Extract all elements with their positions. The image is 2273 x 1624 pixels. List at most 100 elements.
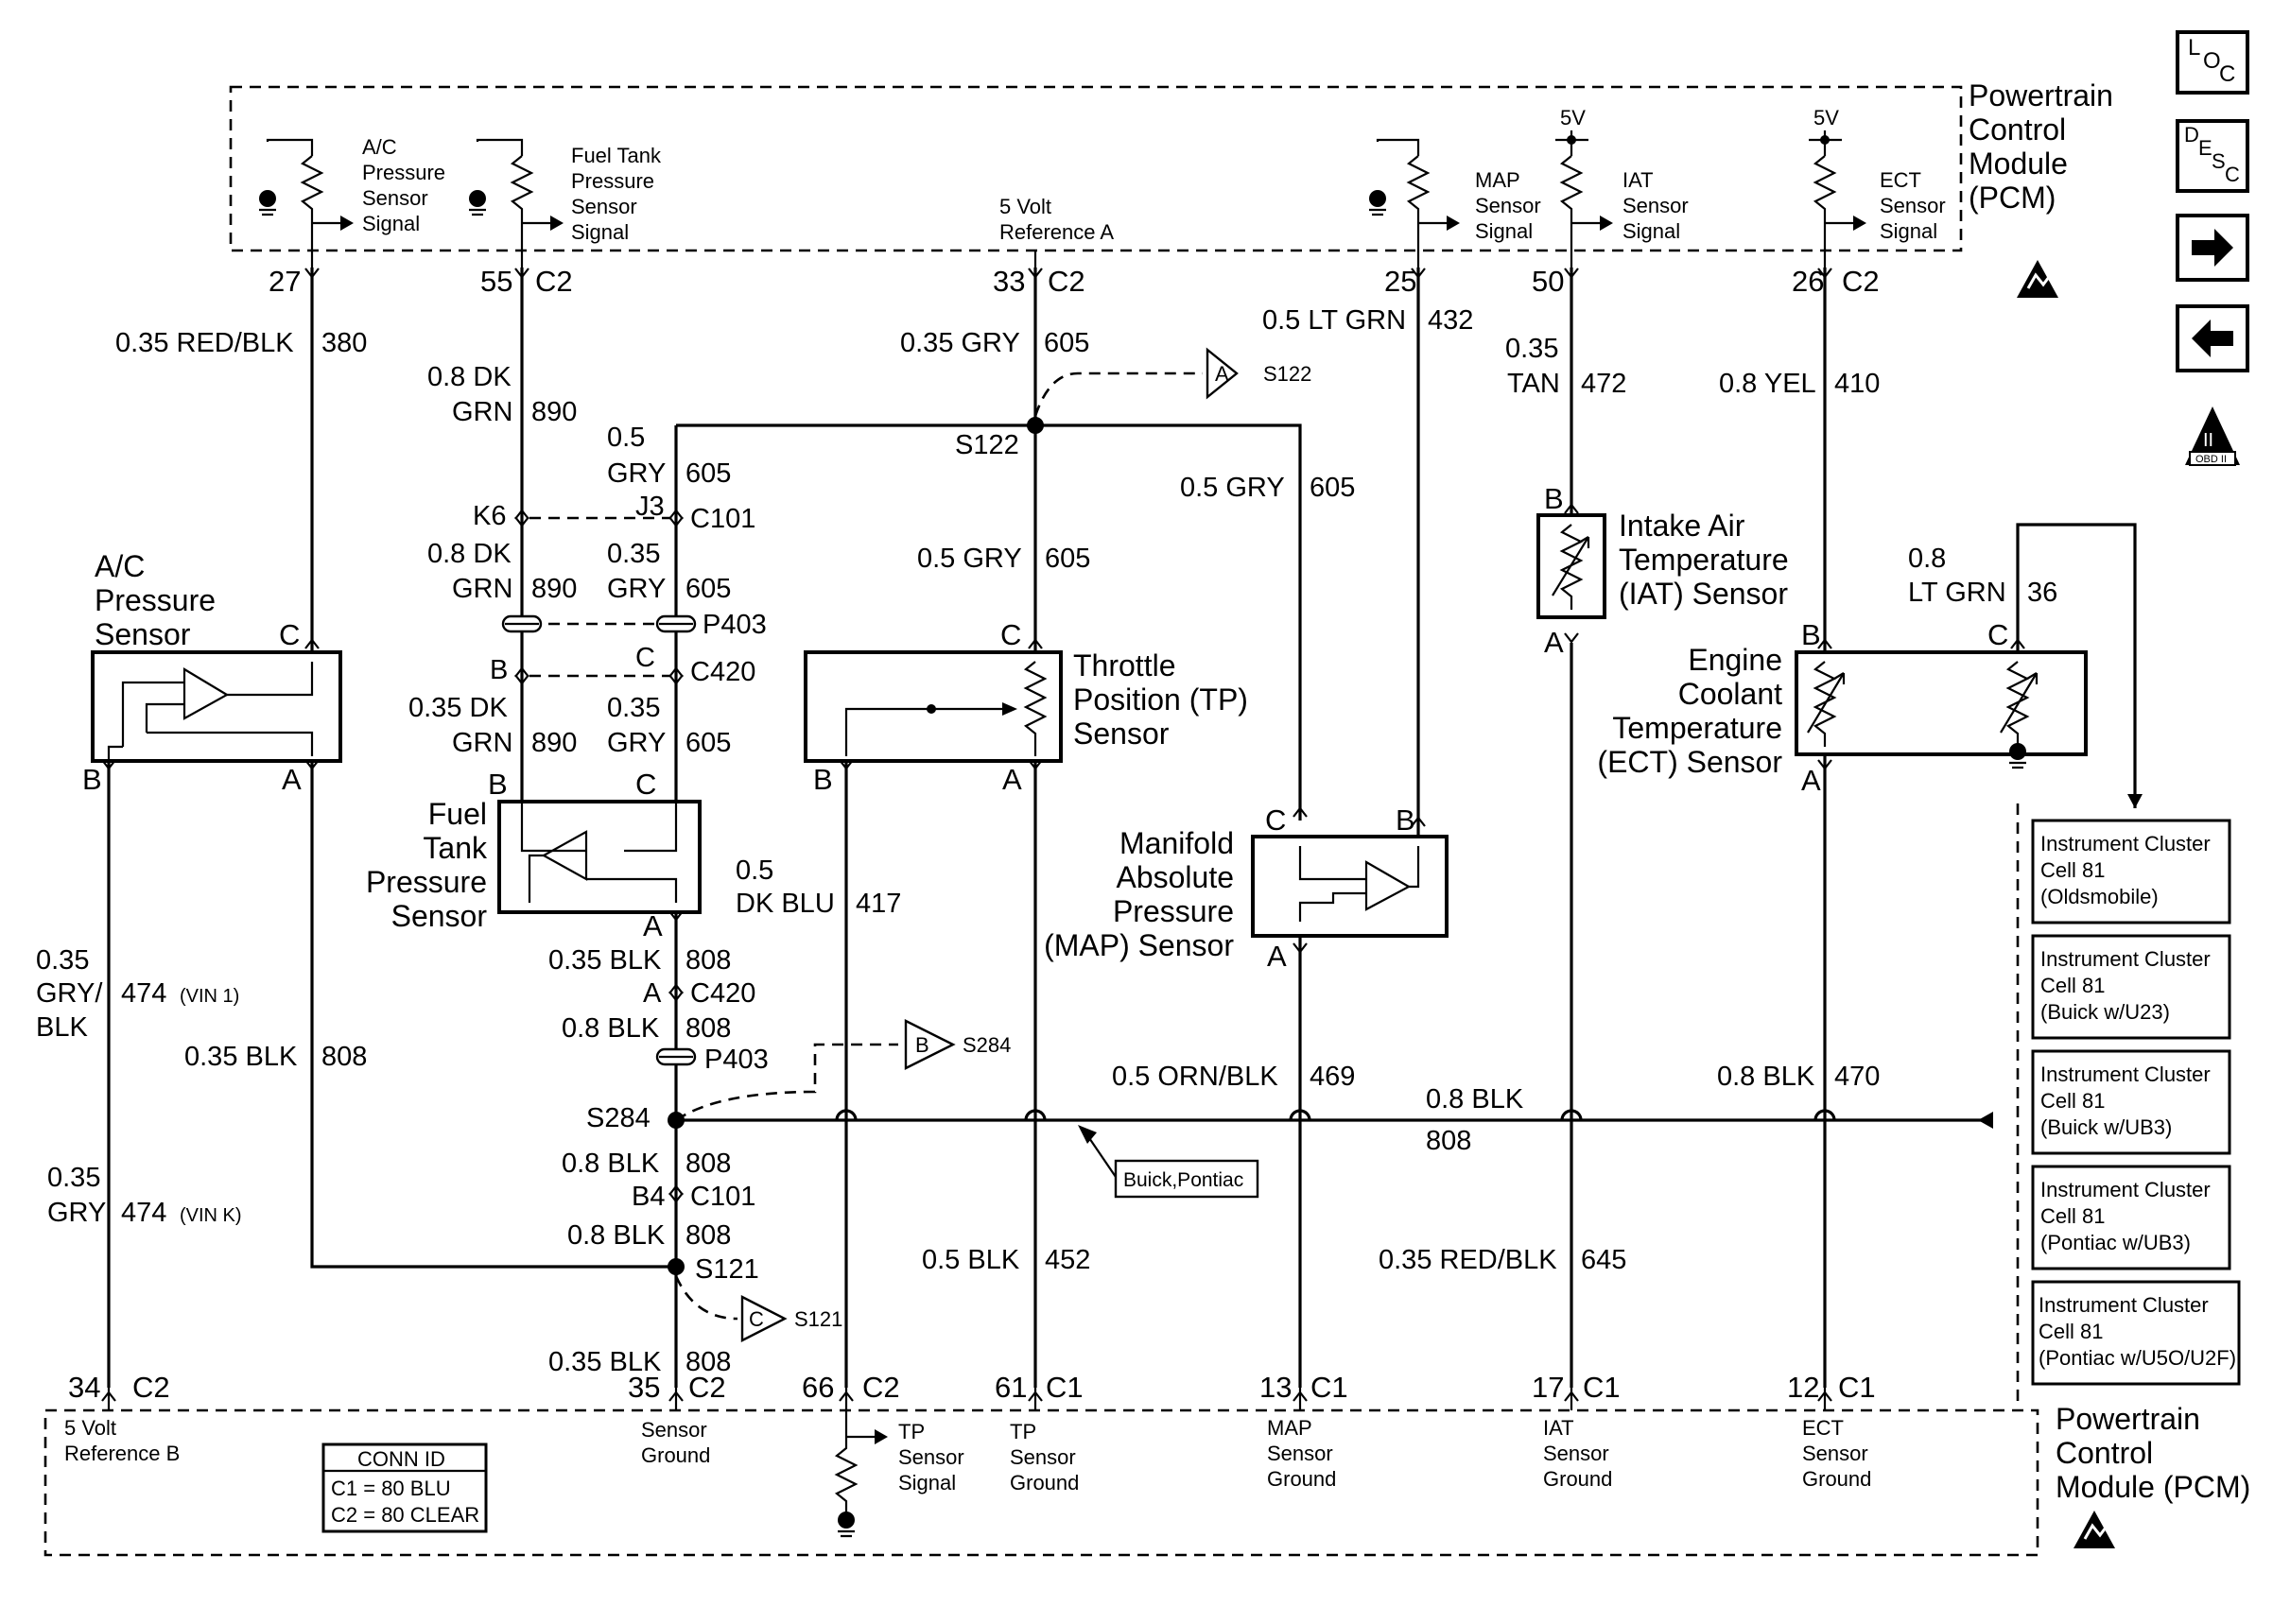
svg-text:(Buick w/UB3): (Buick w/UB3) — [2040, 1115, 2172, 1139]
svg-text:B: B — [813, 763, 833, 796]
map-sensor — [1251, 835, 1449, 938]
svg-text:C: C — [1987, 618, 2008, 651]
svg-text:B: B — [82, 763, 102, 796]
svg-text:C: C — [1000, 618, 1021, 651]
svg-text:A: A — [1544, 626, 1564, 659]
arrow-left-icon[interactable] — [2176, 304, 2249, 372]
ect-sensor — [1795, 650, 2088, 769]
svg-text:808: 808 — [685, 1149, 731, 1179]
fuel-tank-pressure-sensor — [497, 800, 702, 914]
ref-b-s284[interactable]: B S284 — [675, 1019, 1011, 1122]
connector-glyphs — [100, 267, 2026, 1403]
svg-text:12: 12 — [1787, 1371, 1819, 1404]
cluster-cell[interactable]: Instrument Cluster Cell 81 (Oldsmobile) — [2031, 819, 2231, 924]
svg-text:55: 55 — [480, 265, 512, 298]
arrow-right-icon[interactable] — [2176, 214, 2249, 282]
svg-text:Instrument Cluster: Instrument Cluster — [2040, 947, 2211, 971]
svg-text:605: 605 — [685, 458, 731, 489]
svg-text:474: 474 — [121, 1198, 166, 1228]
svg-text:27: 27 — [269, 265, 301, 298]
svg-text:C2: C2 — [1048, 265, 1085, 298]
svg-text:B4: B4 — [632, 1182, 665, 1212]
svg-text:890: 890 — [531, 574, 577, 604]
svg-text:D: D — [2184, 123, 2199, 147]
svg-text:645: 645 — [1581, 1245, 1626, 1275]
svg-text:0.35 GRY: 0.35 GRY — [900, 328, 1020, 358]
svg-text:0.35 DK: 0.35 DK — [408, 693, 508, 723]
svg-text:380: 380 — [321, 328, 367, 358]
svg-text:0.35: 0.35 — [607, 693, 660, 723]
svg-text:II: II — [2203, 430, 2213, 451]
svg-text:0.8 DK: 0.8 DK — [427, 539, 512, 569]
svg-text:C: C — [2225, 163, 2240, 186]
svg-text:605: 605 — [1310, 473, 1355, 503]
svg-text:C2: C2 — [132, 1371, 170, 1404]
svg-text:808: 808 — [685, 945, 731, 976]
svg-text:B: B — [915, 1033, 929, 1057]
cluster-cell[interactable]: Instrument Cluster Cell 81 (Buick w/UB3) — [2031, 1049, 2231, 1155]
svg-text:A: A — [1267, 940, 1287, 973]
svg-text:GRY: GRY — [47, 1198, 106, 1228]
svg-text:469: 469 — [1310, 1062, 1355, 1092]
svg-text:808: 808 — [321, 1042, 367, 1072]
svg-text:A: A — [1801, 764, 1821, 797]
svg-text:605: 605 — [1044, 328, 1089, 358]
svg-text:C: C — [279, 618, 300, 651]
svg-text:34: 34 — [68, 1371, 100, 1404]
component-pin-letters: C B A B C A C B A C B A B A B C A — [82, 482, 2008, 973]
s121-label: S121 — [695, 1254, 759, 1285]
obd2-icon[interactable]: II OBD II — [2185, 406, 2240, 466]
svg-text:C: C — [2219, 61, 2235, 87]
svg-text:890: 890 — [531, 728, 577, 758]
cluster-cell[interactable]: Instrument Cluster Cell 81 (Pontiac w/U5… — [2031, 1280, 2241, 1386]
ac-pressure-sensor — [91, 650, 342, 763]
svg-text:(VIN 1): (VIN 1) — [180, 986, 239, 1007]
wires — [107, 268, 2143, 1538]
loc-icon[interactable]: LOC — [2176, 30, 2249, 95]
ref-a-s122[interactable]: A S122 — [1033, 347, 1311, 417]
svg-text:A: A — [643, 909, 663, 942]
svg-text:Instrument Cluster: Instrument Cluster — [2040, 832, 2211, 855]
svg-text:452: 452 — [1045, 1245, 1090, 1275]
svg-text:(Buick w/U23): (Buick w/U23) — [2040, 1000, 2170, 1024]
ref-c-s121[interactable]: C S121 — [674, 1275, 842, 1342]
svg-text:Cell 81: Cell 81 — [2040, 974, 2105, 997]
cluster-cell[interactable]: Instrument Cluster Cell 81 (Pontiac w/UB… — [2031, 1165, 2231, 1270]
esd-icon-top — [2017, 260, 2058, 298]
s284-label: S284 — [586, 1103, 651, 1133]
label-5v-ect: 5V — [1813, 106, 1839, 130]
svg-text:(Oldsmobile): (Oldsmobile) — [2040, 885, 2159, 908]
svg-text:B: B — [1396, 803, 1415, 837]
svg-text:OBD II: OBD II — [2195, 454, 2227, 465]
svg-text:808: 808 — [1426, 1126, 1471, 1156]
svg-text:C1: C1 — [1046, 1371, 1084, 1404]
svg-text:BLK: BLK — [36, 1012, 88, 1043]
svg-text:0.8 BLK: 0.8 BLK — [567, 1220, 666, 1251]
cluster-cell[interactable]: Instrument Cluster Cell 81 (Buick w/U23) — [2031, 934, 2231, 1040]
svg-text:LT GRN: LT GRN — [1908, 578, 2006, 608]
svg-text:0.5 BLK: 0.5 BLK — [922, 1245, 1020, 1275]
svg-text:GRY/: GRY/ — [36, 978, 103, 1009]
svg-text:K6: K6 — [473, 501, 506, 531]
top-pins: 27 55 C2 33 C2 25 50 26 C2 — [269, 265, 1880, 298]
svg-text:61: 61 — [995, 1371, 1027, 1404]
svg-text:0.5 GRY: 0.5 GRY — [917, 544, 1022, 574]
svg-text:C2: C2 — [688, 1371, 726, 1404]
svg-text:Buick,Pontiac: Buick,Pontiac — [1123, 1169, 1243, 1191]
svg-text:0.8 YEL: 0.8 YEL — [1719, 369, 1816, 399]
svg-text:0.35: 0.35 — [47, 1163, 100, 1193]
svg-text:TAN: TAN — [1507, 369, 1560, 399]
pcm-internal-top — [259, 130, 1866, 268]
svg-text:0.35 RED/BLK: 0.35 RED/BLK — [115, 328, 294, 358]
svg-text:C: C — [1265, 803, 1286, 837]
svg-text:0.8 BLK: 0.8 BLK — [1717, 1062, 1815, 1092]
svg-text:GRN: GRN — [452, 728, 512, 758]
